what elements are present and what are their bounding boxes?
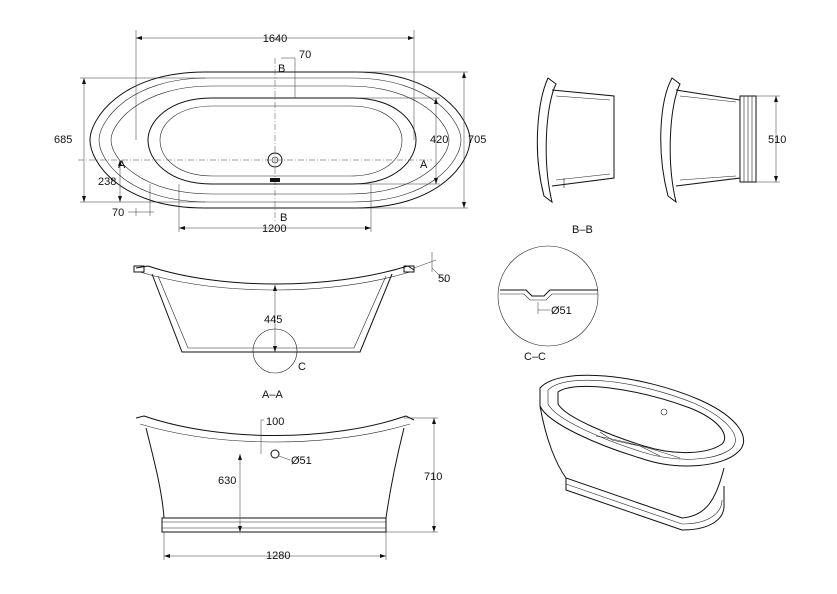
side-rim [135,415,415,436]
plan-inner-basin [147,97,417,185]
isometric-view [539,374,745,531]
dim-inner-length: 1200 [262,223,286,235]
iso-overflow-icon [660,408,668,416]
plan-overflow-icon [270,178,280,182]
plan-rim-line-3 [110,85,450,195]
dim-overflow-dia: Ø51 [291,455,312,467]
dim-depth: 445 [264,314,282,326]
side-body [145,427,405,519]
plan-rim-line-2 [98,77,462,203]
dim-base-length: 1280 [266,550,290,562]
section-bb-view: 510 B–B [536,77,786,236]
plan-basin-floor [159,105,403,177]
dim-overall-length: 1640 [263,33,287,45]
aa-rim-profile [135,265,415,285]
plan-drain-inner [271,156,279,164]
dim-rim-side: 70 [112,207,124,219]
iso-base [565,478,725,531]
side-overflow-icon [270,449,280,459]
dim-rim-width: 70 [299,49,311,61]
plan-view: 1640 70 B 420 705 685 238 A A 70 [54,30,486,235]
section-b-top: B [278,63,285,75]
bb-left-profile [536,77,557,204]
detail-c-ref: C [298,361,306,373]
plan-outer-rim [89,71,471,209]
dim-overflow-height: 630 [218,475,236,487]
side-elevation-view: 100 Ø51 630 710 1280 [135,415,442,562]
iso-outer-rim [539,374,745,467]
section-bb-label: B–B [572,224,593,236]
dim-rim-thickness: 50 [438,273,450,285]
section-a-right: A [420,159,428,171]
dim-overall-height: 710 [424,471,442,483]
dim-outer-width: 685 [54,134,72,146]
section-a-left: A [118,159,126,171]
dim-overall-width: 705 [468,134,486,146]
aa-bath-body [151,273,393,353]
section-aa-label: A–A [262,389,283,401]
side-base [161,517,387,533]
iso-body [539,405,725,519]
detail-cc-circle [497,245,599,347]
dim-inner-width: 420 [430,134,448,146]
dim-overflow-offset: 100 [266,416,284,428]
iso-inner-basin [557,385,726,453]
bb-right-profile [660,77,681,204]
section-b-bottom: B [280,212,287,224]
detail-cc-view: Ø51 C–C [497,245,599,363]
section-cc-label: C–C [524,351,546,363]
dim-drain-dia: Ø51 [551,305,572,317]
plan-drain-icon [267,152,283,168]
section-aa-view: 445 50 C A–A [133,252,450,401]
dim-base-width: 510 [768,134,786,146]
detail-c-marker [252,328,298,374]
dim-drain-offset: 238 [98,176,116,188]
